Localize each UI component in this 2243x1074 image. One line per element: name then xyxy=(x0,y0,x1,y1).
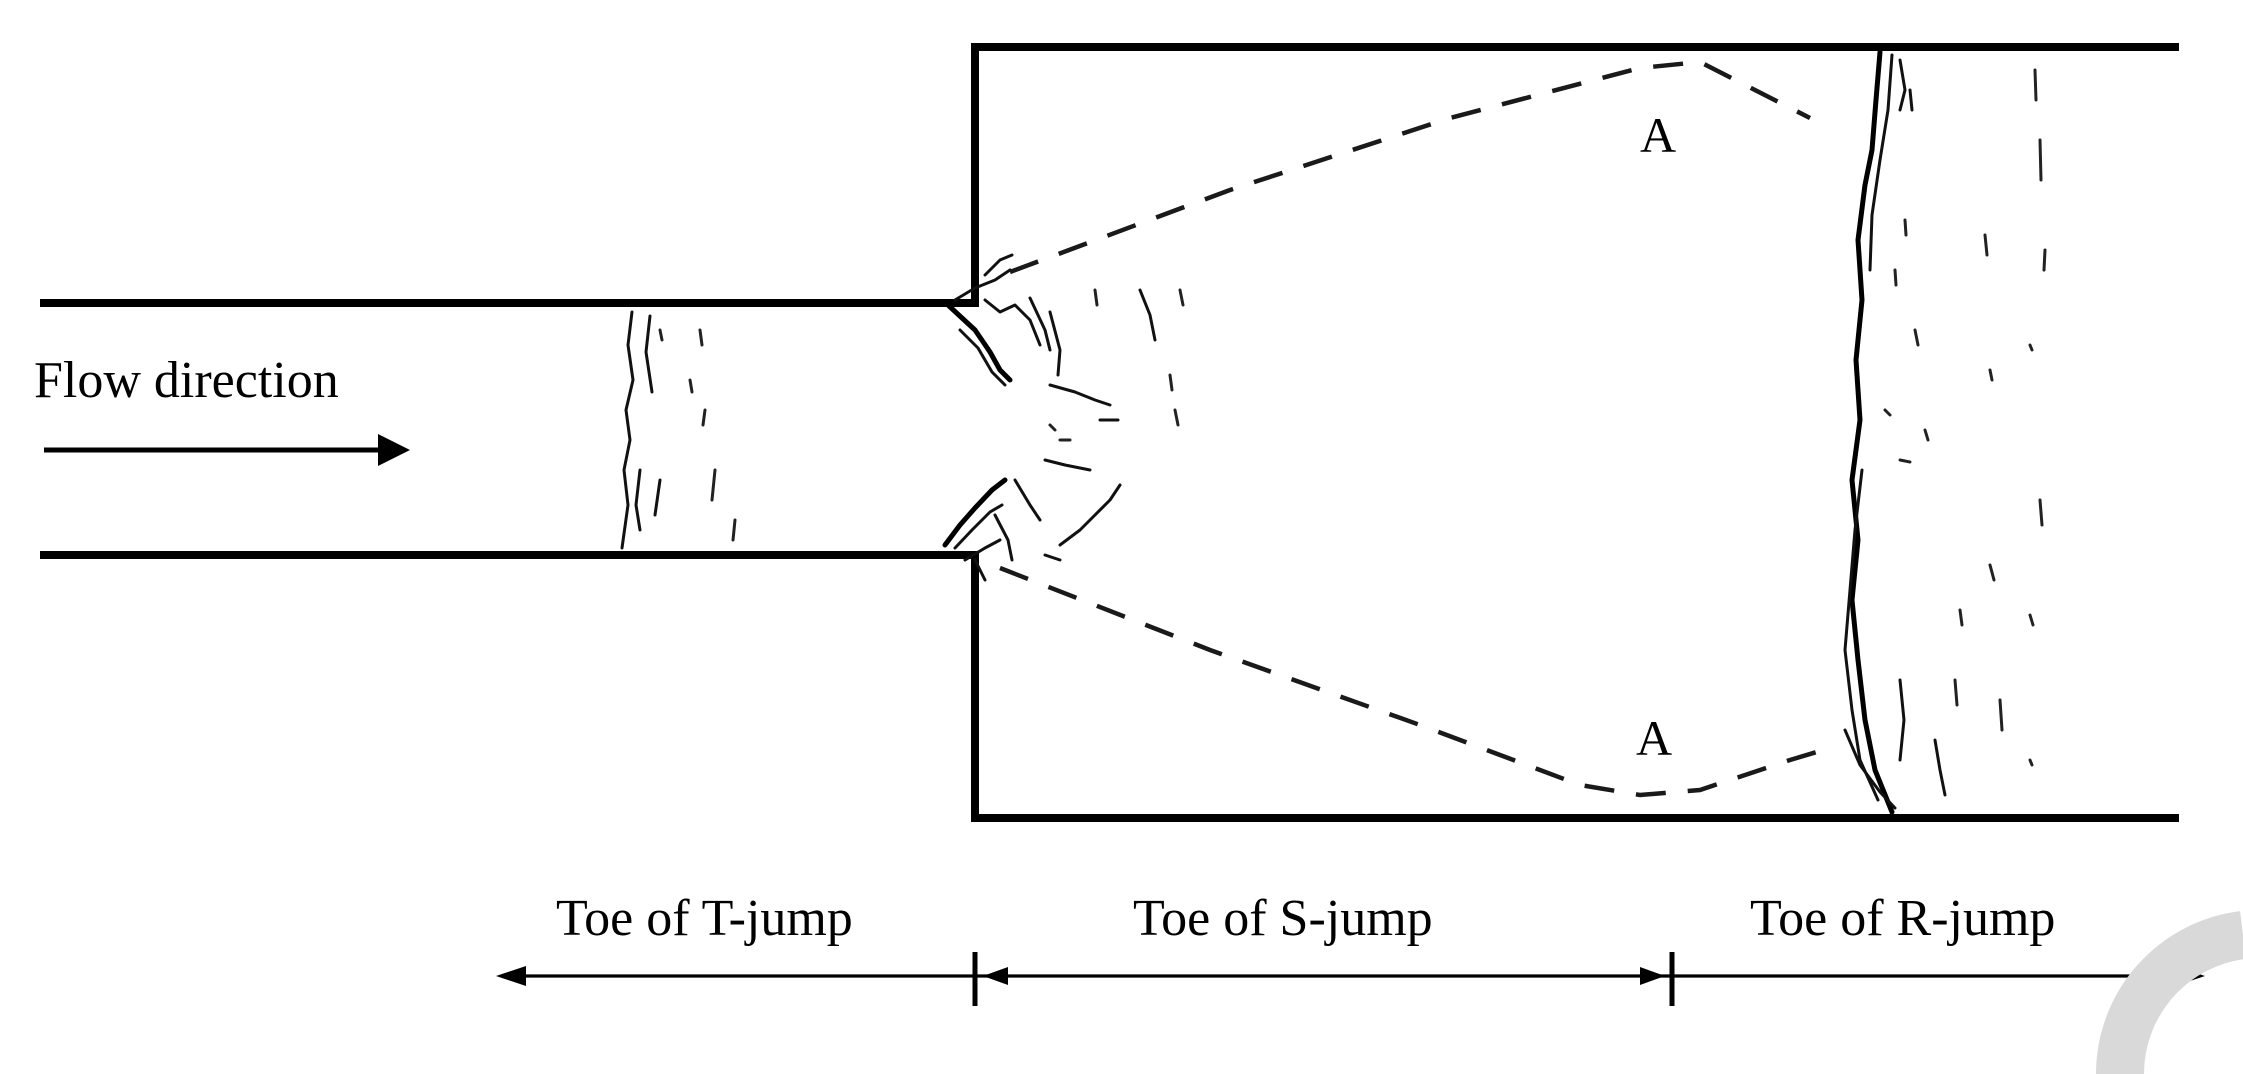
toe-dimension-line xyxy=(496,952,2205,1006)
s-jump-outline-upper xyxy=(1009,59,1812,275)
point-a-upper-label: A xyxy=(1640,107,1676,163)
r-jump-toe-front xyxy=(1843,49,1947,815)
s-jump-outline-lower xyxy=(999,565,1831,798)
toe-r-jump-label: Toe of R-jump xyxy=(1750,890,2055,947)
toe-t-jump-label: Toe of T-jump xyxy=(556,890,853,947)
flow-direction-arrow xyxy=(44,434,410,466)
t-jump-toe-front xyxy=(620,310,737,550)
expansion-corner-turbulence xyxy=(942,253,1185,582)
r-jump-downstream-specks xyxy=(1883,68,2047,767)
watermark-arc xyxy=(2096,911,2243,1074)
toe-s-jump-label: Toe of S-jump xyxy=(1133,890,1433,947)
flow-direction-label: Flow direction xyxy=(34,352,339,409)
point-a-lower-label: A xyxy=(1636,710,1672,766)
